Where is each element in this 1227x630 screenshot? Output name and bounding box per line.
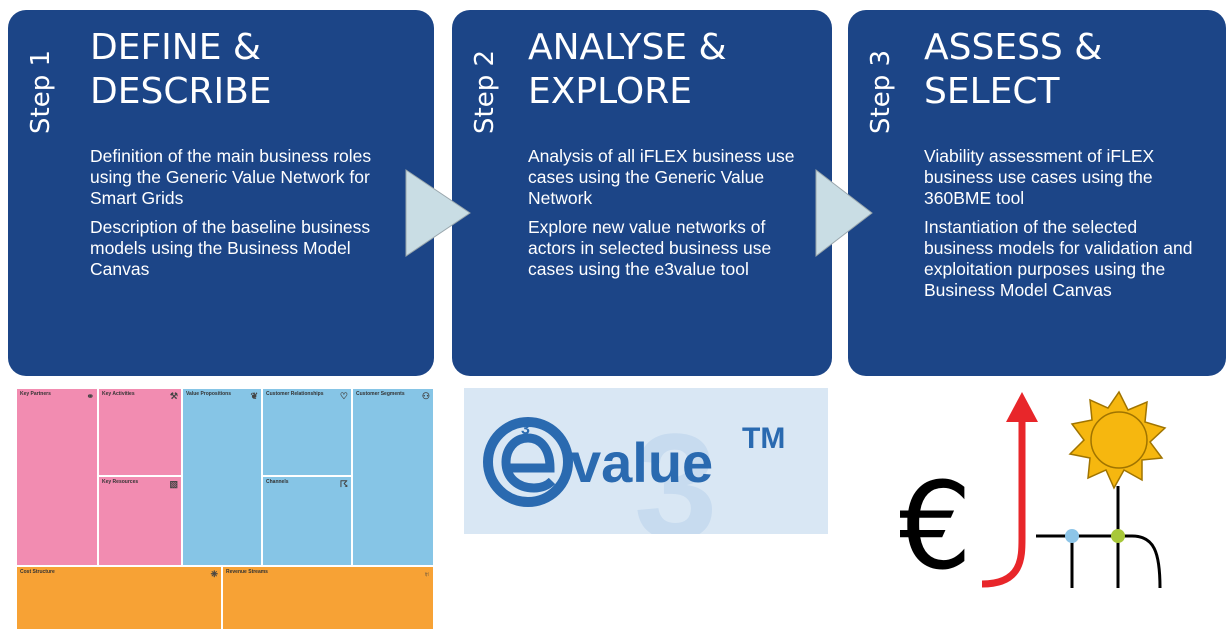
bme360-symbol-graphic: €	[896, 390, 1167, 597]
e3value-word: value	[570, 431, 713, 494]
step-title-line: DESCRIBE	[90, 71, 272, 112]
canvas-key-partners: Key Partners ⚭	[16, 388, 98, 566]
e3value-superscript: 3	[521, 421, 530, 438]
heart-icon: ♡	[339, 391, 348, 401]
step-title-line: ANALYSE &	[528, 27, 727, 68]
e3value-logo: 3 3 value TM	[464, 388, 828, 534]
canvas-key-activities: Key Activities ⚒	[98, 388, 182, 476]
canvas-key-resources: Key Resources ▧	[98, 476, 182, 566]
e3value-watermark: 3	[634, 402, 717, 534]
factory-icon: ▧	[169, 479, 178, 489]
step-label: Step 1	[26, 49, 56, 134]
step-paragraph: Viability assessment of iFLEX business u…	[924, 146, 1155, 208]
people-icon: ⚇	[421, 391, 430, 401]
green-node-icon	[1111, 529, 1125, 543]
truck-icon: ☈	[339, 479, 348, 489]
business-model-canvas: Key Partners ⚭ Key Activities ⚒ Key Resour…	[16, 388, 434, 630]
canvas-customer-segments: Customer Segments ⚇	[352, 388, 434, 566]
canvas-customer-relationships: Customer Relationships ♡	[262, 388, 352, 476]
red-arrow-icon	[981, 414, 1026, 588]
step-paragraph: Explore new value networks of actors in …	[528, 217, 772, 279]
canvas-cell-label: Key Partners	[20, 391, 51, 397]
money-bag-icon: ♅	[423, 569, 430, 579]
step-3-box: Step 3 ASSESS & SELECT Viability assessm…	[848, 10, 1226, 376]
grid-line	[1036, 534, 1162, 589]
red-arrow-head	[1006, 392, 1038, 422]
step-paragraph: Analysis of all iFLEX business use cases…	[528, 146, 795, 208]
canvas-cell-label: Key Activities	[102, 391, 135, 397]
step-label: Step 3	[866, 49, 896, 134]
gift-icon: ❦	[250, 391, 258, 401]
tag-icon: ❈	[210, 569, 218, 579]
euro-icon: €	[900, 458, 972, 597]
step-title: DEFINE & DESCRIBE	[90, 26, 422, 114]
step-1-box: Step 1 DEFINE & DESCRIBE Definition of t…	[8, 10, 434, 376]
e3value-trademark: TM	[742, 422, 785, 455]
canvas-cell-label: Cost Structure	[20, 569, 55, 575]
bme360-symbol: €	[896, 388, 1170, 598]
step-title-line: ASSESS &	[924, 27, 1103, 68]
canvas-cell-label: Revenue Streams	[226, 569, 268, 575]
e3value-e-glyph	[501, 433, 556, 493]
canvas-cell-label: Customer Relationships	[266, 391, 324, 397]
step-2-box: Step 2 ANALYSE & EXPLORE Analysis of all…	[452, 10, 832, 376]
step-arrow-1	[405, 169, 471, 257]
canvas-cell-label: Value Propositions	[186, 391, 232, 397]
step-title: ASSESS & SELECT	[924, 26, 1214, 114]
blue-node-icon	[1065, 529, 1079, 543]
canvas-channels: Channels ☈	[262, 476, 352, 566]
step-paragraph: Definition of the main business roles us…	[90, 146, 372, 208]
step-title-line: DEFINE &	[90, 27, 261, 68]
canvas-revenue-streams: Revenue Streams ♅	[222, 566, 434, 630]
step-paragraph: Instantiation of the selected business m…	[924, 217, 1193, 300]
tools-icon: ⚒	[169, 391, 178, 401]
sun-icon	[1068, 390, 1167, 490]
canvas-cell-label: Key Resources	[102, 479, 139, 485]
step-description: Analysis of all iFLEX business use cases…	[528, 146, 812, 288]
step-paragraph: Description of the baseline business mod…	[90, 217, 371, 279]
step-title-line: EXPLORE	[528, 71, 692, 112]
canvas-value-propositions: Value Propositions ❦	[182, 388, 262, 566]
step-label: Step 2	[470, 49, 500, 134]
step-description: Viability assessment of iFLEX business u…	[924, 146, 1206, 309]
step-arrow-2	[815, 168, 873, 258]
canvas-cell-label: Channels	[266, 479, 289, 485]
e3value-logo-graphic: 3 3 value TM	[483, 402, 785, 534]
step-title-line: SELECT	[924, 71, 1060, 112]
e3value-ring	[483, 417, 573, 507]
canvas-cost-structure: Cost Structure ❈	[16, 566, 222, 630]
step-title: ANALYSE & EXPLORE	[528, 26, 820, 114]
canvas-cell-label: Customer Segments	[356, 391, 405, 397]
link-icon: ⚭	[86, 391, 94, 401]
step-description: Definition of the main business roles us…	[90, 146, 414, 288]
